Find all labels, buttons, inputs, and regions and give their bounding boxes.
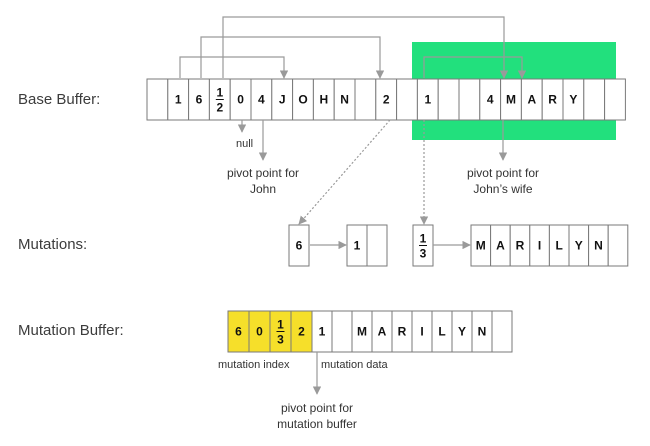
cell-value: M [506,93,516,107]
cell-value: M [476,239,486,253]
buffer-cell [458,78,481,121]
cell-value: L [438,325,445,339]
cell-value: A [496,239,505,253]
cell-value: 1 [420,232,427,246]
pointer-line-inner [179,56,289,79]
pivot-mutation-label-2: mutation buffer [277,417,357,431]
buffer-cell [331,310,353,353]
cell-value: M [357,325,367,339]
buffer-cell [366,224,388,267]
cell-value: 1 [424,93,431,107]
cell-value: 6 [196,93,203,107]
cell-value: R [548,93,557,107]
cell-value: Y [575,239,583,253]
cell-value: A [527,93,536,107]
cell-value: I [420,325,423,339]
cell-value: 0 [256,325,263,339]
mutations-label: Mutations: [18,236,87,253]
mutation-box-1: 6 [288,224,310,267]
cell-value: R [398,325,407,339]
dotted-link-mutation-1 [298,119,391,225]
base-buffer-label: Base Buffer: [18,91,100,108]
buffer-cell [396,78,418,121]
buffer-cell [354,78,377,121]
buffer-cell [288,224,310,267]
cell-value: N [340,93,349,107]
cell-value: 2 [298,325,305,339]
cell-value: L [556,239,563,253]
cell-value: N [478,325,487,339]
mutation-box-3: 13 [412,224,434,267]
cell-value: 1 [175,93,182,107]
cell-value: I [538,239,541,253]
cell-value: N [594,239,603,253]
cell-value: 6 [235,325,242,339]
pivot-wife-label-2: John’s wife [473,182,532,196]
cell-value: 2 [216,101,223,115]
pivot-john-label: pivot point for [227,166,299,180]
cell-value: H [319,93,328,107]
buffer-cell [583,78,606,121]
cell-value: 3 [277,333,284,347]
buffer-cell [607,224,629,267]
pivot-john-label-2: John [250,182,276,196]
null-label: null [236,138,253,150]
cell-value: R [516,239,525,253]
cell-value: 1 [354,239,361,253]
cell-value: 4 [258,93,265,107]
cell-value: A [378,325,387,339]
cell-value: 3 [420,247,427,261]
cell-value: 1 [319,325,326,339]
cell-value: J [279,93,286,107]
cell-value: Y [569,93,577,107]
pointer-line-wife [423,56,527,79]
cell-value: O [298,93,307,107]
buffer-cell [604,78,626,121]
mutation-box-2: 1 [346,224,388,267]
cell-value: 0 [237,93,244,107]
cell-value: 1 [216,86,223,100]
mutation-buffer-label: Mutation Buffer: [18,322,124,339]
mutation-index-label: mutation index [218,359,290,371]
cell-value: Y [458,325,466,339]
pivot-mutation-label: pivot point for [281,401,353,415]
cell-value: 6 [296,239,303,253]
pivot-wife-label: pivot point for [467,166,539,180]
buffer-cell [146,78,169,121]
mutation-data-label: mutation data [321,359,389,371]
cell-value: 2 [383,93,390,107]
buffer-cell [437,78,460,121]
cell-value: 1 [277,318,284,332]
pointer-line-outer [222,16,509,79]
buffer-cell [491,310,513,353]
cell-value: 4 [487,93,494,107]
